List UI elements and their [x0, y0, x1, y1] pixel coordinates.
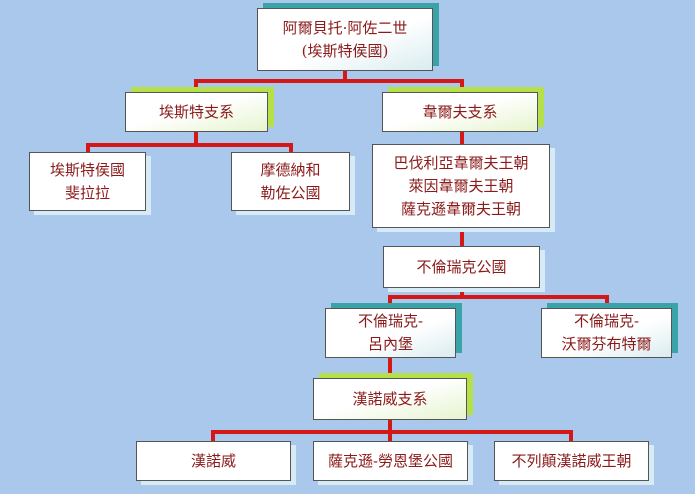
- node-hanover: 漢諾威: [136, 441, 291, 481]
- node-brunswick-luneburg-label: 不倫瑞克- 呂內堡: [357, 312, 424, 353]
- node-este-ferrara-label: 埃斯特侯國 斐拉拉: [49, 160, 125, 202]
- node-root: 阿爾貝托·阿佐二世 (埃斯特侯國): [257, 8, 433, 71]
- node-hanover-label: 漢諾威: [190, 451, 236, 470]
- node-este-ferrara: 埃斯特侯國 斐拉拉: [29, 152, 146, 211]
- node-este-branch-label: 埃斯特支系: [158, 102, 234, 121]
- node-welf-branch-label: 韋爾夫支系: [422, 102, 498, 121]
- node-welf-branch: 韋爾夫支系: [382, 92, 538, 132]
- node-welf-dynasties: 巴伐利亞韋爾夫王朝 萊因韋爾夫王朝 薩克遜韋爾夫王朝: [372, 144, 550, 228]
- node-brunswick-duchy: 不倫瑞克公國: [383, 246, 540, 288]
- node-modena-reggio-label: 摩德納和 勒佐公國: [260, 160, 321, 202]
- node-welf-dynasties-label: 巴伐利亞韋爾夫王朝 萊因韋爾夫王朝 薩克遜韋爾夫王朝: [393, 153, 529, 218]
- node-este-branch: 埃斯特支系: [125, 92, 268, 132]
- node-root-label: 阿爾貝托·阿佐二世 (埃斯特侯國): [282, 18, 408, 60]
- node-british-hanover: 不列顛漢諾威王朝: [494, 441, 649, 481]
- node-brunswick-wolfenbuttel-label: 不倫瑞克- 沃爾芬布特爾: [561, 312, 652, 353]
- node-hanover-branch-label: 漢諾威支系: [352, 389, 428, 408]
- node-brunswick-duchy-label: 不倫瑞克公國: [416, 257, 507, 276]
- node-modena-reggio: 摩德納和 勒佐公國: [231, 152, 350, 211]
- node-brunswick-wolfenbuttel: 不倫瑞克- 沃爾芬布特爾: [541, 308, 672, 358]
- node-hanover-branch: 漢諾威支系: [313, 378, 467, 420]
- node-british-hanover-label: 不列顛漢諾威王朝: [511, 451, 632, 470]
- node-saxe-lauenburg: 薩克遜-勞恩堡公國: [313, 441, 468, 481]
- node-saxe-lauenburg-label: 薩克遜-勞恩堡公國: [327, 451, 454, 470]
- node-brunswick-luneburg: 不倫瑞克- 呂內堡: [325, 308, 456, 358]
